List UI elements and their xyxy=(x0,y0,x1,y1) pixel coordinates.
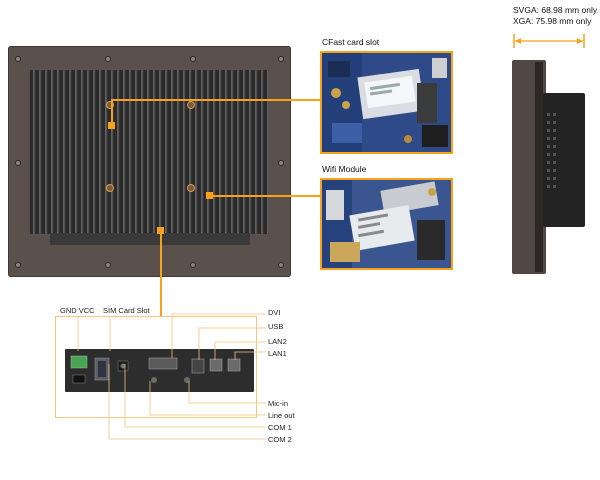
screw-icon xyxy=(190,56,196,62)
io-marker xyxy=(157,227,164,234)
io-cutout xyxy=(50,233,250,245)
lan2-label: LAN2 xyxy=(268,337,287,346)
mount-hole-icon xyxy=(106,101,114,109)
wifi-photo xyxy=(320,178,453,270)
io-ports-image xyxy=(70,355,241,384)
mic-in-label: Mic-in xyxy=(268,399,288,408)
screw-icon xyxy=(278,160,284,166)
wifi-board-image xyxy=(322,180,451,268)
io-leader xyxy=(160,233,162,316)
side-view-heatsink xyxy=(543,93,585,227)
screw-icon xyxy=(278,262,284,268)
dvi-label: DVI xyxy=(268,308,281,317)
cfast-leader-h xyxy=(111,99,321,101)
com1-label: COM 1 xyxy=(268,423,292,432)
vent-holes-icon xyxy=(547,113,556,188)
mount-hole-icon xyxy=(187,184,195,192)
dimension-arrow-icon xyxy=(513,34,585,48)
screw-icon xyxy=(278,56,284,62)
mount-hole-icon xyxy=(106,184,114,192)
cfast-photo xyxy=(320,51,453,154)
cfast-marker xyxy=(108,122,115,129)
screw-icon xyxy=(105,56,111,62)
side-view-edge xyxy=(535,62,543,272)
usb-label: USB xyxy=(268,322,284,331)
heatsink-fins xyxy=(30,70,269,234)
cfast-leader-v xyxy=(111,99,113,124)
screw-icon xyxy=(105,262,111,268)
wifi-title: Wifi Module xyxy=(322,164,367,174)
wifi-marker xyxy=(206,192,213,199)
io-detail-box xyxy=(55,316,257,418)
lan1-label: LAN1 xyxy=(268,349,287,358)
screw-icon xyxy=(15,262,21,268)
sim-slot-label: SIM Card Slot xyxy=(103,306,150,315)
screw-icon xyxy=(190,262,196,268)
cfast-board-image xyxy=(322,53,451,152)
mount-hole-icon xyxy=(187,101,195,109)
dimension-svga: SVGA: 68.98 mm only xyxy=(513,5,598,15)
screw-icon xyxy=(15,56,21,62)
io-panel-strip xyxy=(65,349,254,392)
cfast-title: CFast card slot xyxy=(322,37,380,47)
line-out-label: Line out xyxy=(268,411,295,420)
com2-label: COM 2 xyxy=(268,435,292,444)
dimension-xga: XGA: 75.98 mm only xyxy=(513,16,592,26)
screw-icon xyxy=(15,160,21,166)
gnd-vcc-label: GND VCC xyxy=(60,306,95,315)
wifi-leader xyxy=(212,195,322,197)
